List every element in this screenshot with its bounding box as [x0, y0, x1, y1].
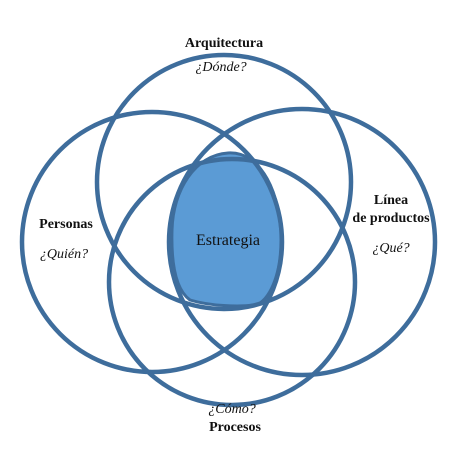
- arquitectura-question: ¿Dónde?: [195, 60, 247, 75]
- linea-de-productos-question: ¿Qué?: [372, 241, 410, 256]
- personas-question: ¿Quién?: [39, 247, 89, 262]
- circle-personas: [19, 109, 285, 375]
- personas-label-group: Personas ¿Quién?: [20, 216, 120, 264]
- linea-de-productos-title-line1: Línea: [373, 193, 409, 208]
- linea-de-productos-label-group: Línea de productos ¿Qué?: [336, 192, 446, 258]
- circle-procesos: [106, 156, 358, 408]
- procesos-label-group: ¿Cómo? Procesos: [180, 401, 290, 437]
- linea-de-productos-title-line2: de productos: [352, 211, 430, 226]
- circle-arquitectura: [94, 52, 354, 312]
- estrategia-label: Estrategia: [196, 232, 260, 249]
- arquitectura-title: Arquitectura: [184, 36, 264, 51]
- circle-linea-de-productos: [166, 106, 438, 378]
- arquitectura-label-group: Arquitectura ¿Dónde?: [164, 35, 284, 77]
- procesos-title: Procesos: [209, 420, 261, 435]
- personas-title: Personas: [39, 217, 93, 232]
- procesos-question: ¿Cómo?: [208, 402, 256, 417]
